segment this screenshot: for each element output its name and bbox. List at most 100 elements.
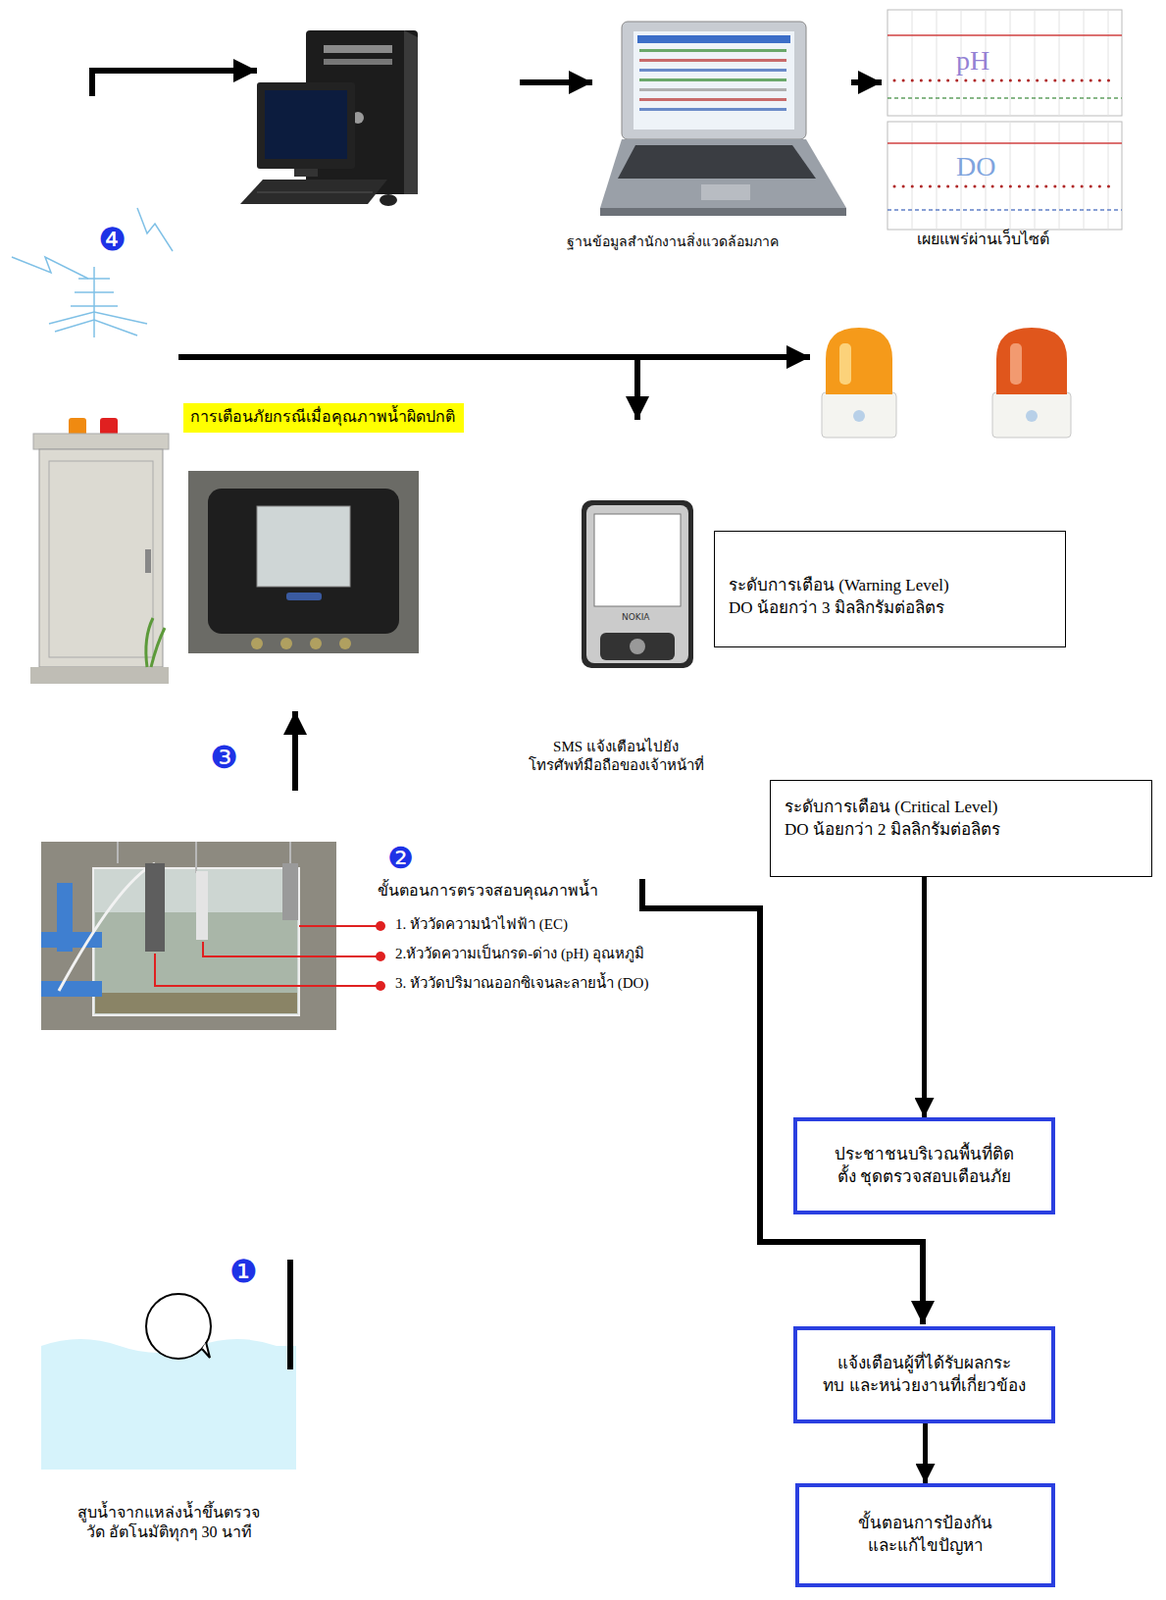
web-chart — [887, 9, 1122, 230]
siren-base — [821, 392, 897, 438]
limit-line — [887, 34, 1122, 37]
laptop-edge — [600, 207, 847, 216]
sensor-label: 1. หัววัดความนำไฟฟ้า (EC) — [395, 914, 568, 934]
siren-dome — [825, 327, 893, 395]
highlight-banner: การเตือนภัยกรณีเมื่อคุณภาพน้ำผิดปกติ — [183, 403, 464, 433]
pump-outlet — [202, 1341, 210, 1358]
signal-bolt — [11, 256, 89, 279]
warning-light — [68, 417, 87, 436]
flow-arrow — [922, 1422, 928, 1483]
cable-gland — [280, 637, 293, 650]
process-box: ขั้นตอนการป้องกัน และแก้ไขปัญหา — [795, 1482, 1056, 1587]
chart-panel — [887, 9, 1122, 116]
pump — [146, 1293, 211, 1359]
laptop-keyboard — [617, 145, 816, 179]
ec-probe — [282, 862, 299, 920]
intake-pipe — [287, 1259, 294, 1369]
water-body — [41, 1338, 297, 1470]
cable-gland — [251, 637, 263, 650]
flow-arrow — [178, 354, 811, 360]
node-subtext: DO น้อยกว่า 3 มิลลิกรัมต่อลิตร — [728, 597, 1052, 620]
tower-side — [404, 30, 418, 195]
radio-antenna — [11, 207, 173, 338]
cable-gland — [309, 637, 322, 650]
chart-title: DO — [956, 149, 996, 184]
siren-dome — [996, 327, 1067, 395]
sensor-tank-photo — [41, 841, 337, 1030]
flow-arrow — [851, 79, 882, 86]
mouse — [379, 194, 398, 206]
window-bar — [637, 35, 791, 44]
siren-badge — [1025, 409, 1038, 422]
cable-gland — [339, 637, 352, 650]
sensor-label: 2.หัววัดความเป็นกรด-ด่าง (pH) อุณหภูมิ — [395, 944, 645, 964]
node-text: ประชาชนบริเวณพื้นที่ติดตั้ง ชุดตรวจสอบเต… — [807, 1143, 1042, 1189]
node-text: แจ้งเตือนผู้ที่ได้รับผลกระทบ และหน่วยงาน… — [807, 1352, 1042, 1398]
caption-label: เผยแพร่ผ่านเว็บไซต์ — [916, 229, 1050, 250]
do-probe — [145, 862, 165, 952]
chart-grid — [912, 9, 1109, 230]
data-series — [894, 185, 1116, 189]
cabinet-handle — [145, 549, 152, 573]
siren-orange — [821, 327, 897, 438]
node-subtext: DO น้อยกว่า 2 มิลลิกรัมต่อลิตร — [784, 818, 1138, 842]
data-series — [894, 79, 1116, 83]
siren-highlight — [1010, 343, 1022, 385]
ph-probe — [196, 870, 208, 940]
controller-photo — [188, 470, 419, 654]
monitoring-cabinet — [30, 417, 169, 684]
touchpad — [701, 184, 751, 201]
phone-frame — [586, 505, 689, 663]
limit-line — [887, 97, 1122, 100]
cabinet-body — [39, 449, 163, 667]
siren-red — [992, 327, 1071, 438]
laptop-screen — [633, 31, 795, 130]
flow-arrow — [642, 878, 923, 1324]
phone-screen — [594, 513, 681, 607]
pipe — [56, 882, 73, 952]
caption-label: สูบน้ำจากแหล่งน้ำขึ้นตรวจวัด อัตโนมัติทุ… — [37, 1502, 301, 1542]
drive-bay — [323, 58, 393, 65]
callout-number: ❹ — [98, 219, 127, 259]
callout-number: ❸ — [209, 737, 239, 777]
photo-ground — [41, 841, 337, 1030]
laptop — [600, 21, 847, 216]
desktop-computer — [240, 30, 418, 206]
monitor-screen — [264, 90, 348, 159]
screen-row — [639, 78, 787, 82]
antenna-mast — [93, 266, 96, 338]
pipe — [41, 980, 102, 997]
screen-row — [639, 98, 787, 102]
flow-arrow — [292, 710, 299, 791]
laptop-base — [600, 139, 847, 208]
keyboard — [240, 179, 388, 204]
callout-number: ❷ — [387, 839, 414, 877]
antenna-elements — [49, 278, 148, 336]
text-block: การเตือนภัยกรณีเมื่อคุณภาพน้ำผิดปกติ — [190, 405, 457, 428]
brand-label: NOKIA — [621, 611, 651, 623]
chart-title: pH — [956, 43, 990, 78]
drive-bay — [323, 45, 393, 53]
monitor — [256, 82, 355, 169]
phone-body — [581, 500, 694, 668]
mobile-phone — [581, 500, 694, 668]
text-block: ระดับการเตือน (Warning Level)DO น้อยกว่า… — [728, 574, 1052, 620]
leader-line — [154, 953, 378, 986]
threshold-box: ระดับการเตือน (Critical Level)DO น้อยกว่… — [769, 779, 1153, 877]
siren-badge — [853, 409, 865, 422]
chart-panel — [887, 121, 1122, 230]
cabinet-plinth — [30, 666, 169, 684]
warning-light — [100, 417, 118, 436]
process-box: ประชาชนบริเวณพื้นที่ติดตั้ง ชุดตรวจสอบเต… — [793, 1116, 1056, 1215]
leader-dot — [375, 951, 386, 962]
text-block: ขั้นตอนการป้องกัน และแก้ไขปัญหา — [809, 1512, 1042, 1558]
controller-logo — [286, 592, 322, 601]
screen-row — [639, 49, 787, 52]
weed — [146, 617, 165, 667]
monitor-stand — [294, 168, 318, 177]
photo-ground — [188, 470, 419, 654]
limit-line — [887, 208, 1122, 211]
sediment — [95, 992, 298, 1014]
callout-number: ❶ — [229, 1251, 258, 1291]
